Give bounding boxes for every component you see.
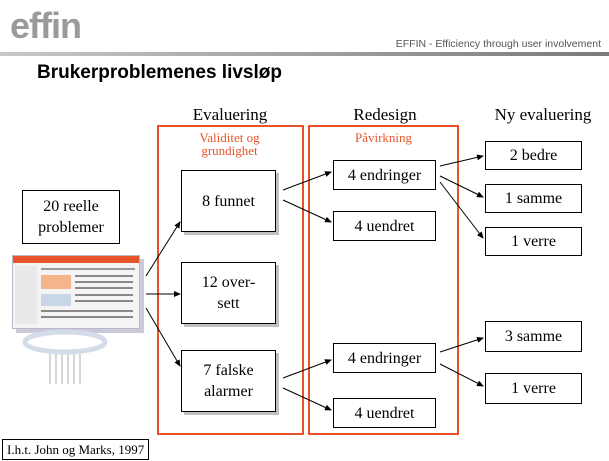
reeval-label-samme-2: 3 samme	[504, 328, 563, 345]
reeval-box-verre-2: 1 verre	[485, 373, 582, 404]
eval-box-falske-alarmer: 7 falske alarmer	[181, 350, 276, 412]
column-heading-evaluering: Evaluering	[192, 105, 268, 124]
reeval-label-samme-1: 1 samme	[504, 190, 563, 207]
column-heading-ny-evaluering: Ny evaluering	[494, 105, 592, 124]
arrow-funnet-to-endringer	[282, 171, 332, 191]
page-title: Brukerproblemenes livsløp	[37, 62, 282, 83]
header-divider	[0, 52, 609, 56]
reeval-label-bedre: 2 bedre	[509, 147, 558, 164]
redesign-box-endringer-1: 4 endringer	[333, 160, 436, 190]
reeval-box-verre-1: 1 verre	[485, 227, 582, 256]
decorative-emblem-icon	[22, 329, 108, 384]
eval-label-oversett: 12 over-sett	[201, 274, 256, 312]
redesign-label-endringer-2: 4 endringer	[347, 349, 422, 367]
app-screenshot-thumbnail	[12, 255, 140, 329]
redesign-label-uendret-2: 4 uendret	[354, 404, 415, 422]
frame-label-validitet: Validitet og grundighet	[199, 130, 260, 158]
redesign-frame	[308, 125, 459, 435]
arrow-endringer1-to-samme	[439, 175, 484, 198]
reeval-label-verre-1: 1 verre	[511, 233, 556, 250]
redesign-label-uendret-1: 4 uendret	[354, 217, 415, 235]
arrow-falske-to-endringer	[282, 359, 332, 379]
arrow-endringer1-to-verre	[439, 181, 484, 239]
arrow-source-to-falske	[145, 307, 181, 367]
arrow-funnet-to-uendret	[282, 199, 332, 223]
eval-label-falske-alarmer: 7 falske alarmer	[203, 362, 254, 400]
reeval-box-samme-2: 3 samme	[485, 321, 582, 352]
reeval-box-samme-1: 1 samme	[485, 184, 582, 213]
arrow-endringer2-to-verre	[439, 363, 484, 387]
citation: I.h.t. John og Marks, 1997	[2, 439, 150, 460]
arrow-falske-to-uendret	[282, 387, 332, 411]
arrow-endringer2-to-samme	[439, 337, 484, 353]
reeval-box-bedre: 2 bedre	[485, 141, 582, 170]
effin-logo: effin	[10, 4, 130, 54]
reeval-label-verre-2: 1 verre	[511, 380, 556, 397]
evaluering-frame	[157, 125, 304, 435]
frame-label-pavirkning: Påvirkning	[354, 130, 413, 145]
logo-wordmark: effin	[10, 5, 82, 46]
arrow-source-to-funnet	[145, 221, 181, 277]
arrow-endringer1-to-bedre	[439, 154, 484, 167]
redesign-box-endringer-2: 4 endringer	[333, 343, 436, 373]
redesign-box-uendret-1: 4 uendret	[333, 211, 436, 241]
redesign-box-uendret-2: 4 uendret	[333, 398, 436, 428]
eval-box-funnet: 8 funnet	[181, 170, 276, 232]
header-tagline: EFFIN - Efficiency through user involvem…	[395, 38, 601, 50]
source-label: 20 reelle problemer	[38, 198, 104, 236]
column-heading-redesign: Redesign	[353, 105, 417, 124]
redesign-label-endringer-1: 4 endringer	[347, 166, 422, 184]
eval-label-funnet: 8 funnet	[202, 192, 255, 210]
source-box: 20 reelle problemer	[22, 190, 120, 244]
eval-box-oversett: 12 over-sett	[181, 262, 276, 324]
